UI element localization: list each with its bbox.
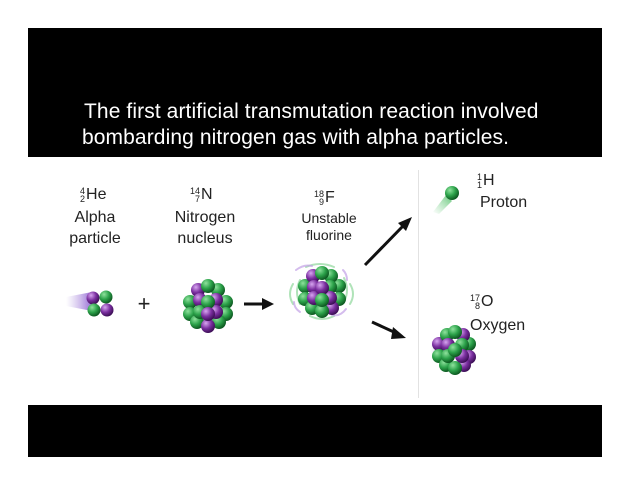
neutron-ball (100, 303, 114, 317)
proton-ball (445, 186, 459, 200)
nitrogen-atomic-number: 7 (195, 194, 201, 205)
alpha-atomic-number: 2 (80, 194, 86, 205)
title-band (28, 28, 602, 157)
caption-line-1: The first artificial transmutation react… (84, 100, 539, 123)
neutron-ball (86, 291, 100, 305)
alpha-nucleus (86, 290, 114, 317)
oxygen-label: Oxygen (470, 317, 526, 334)
oxygen-element-symbol: O (481, 293, 494, 310)
proton-ball (448, 325, 462, 339)
neutron-ball (315, 281, 329, 295)
fluorine-element-symbol: F (325, 189, 335, 206)
alpha-motion-trail (66, 292, 92, 311)
proton-ball (315, 293, 329, 307)
proton-motion-trail (433, 195, 452, 214)
alpha-label: Alpha particle (60, 207, 130, 249)
caption-line-2: bombarding nitrogen gas with alpha parti… (82, 126, 510, 149)
bottom-band (28, 405, 602, 457)
fluorine-atomic-number: 9 (319, 197, 325, 208)
proton-ball (201, 295, 215, 309)
proton-particle (445, 186, 459, 200)
alpha-label-line-2: particle (69, 230, 121, 247)
proton-ball (315, 304, 329, 318)
arrow-to-oxygen (371, 320, 406, 339)
proton-atomic-number: 1 (477, 180, 483, 191)
neutron-ball (201, 307, 215, 321)
divider-line (418, 170, 419, 398)
oxygen-nucleus (432, 325, 476, 375)
arrow-to-proton (363, 217, 412, 267)
arrow-to-fluorine (244, 298, 274, 310)
fluorine-label-line-1: Unstable (301, 210, 357, 226)
fluorine-label-line-2: fluorine (306, 227, 352, 243)
nitrogen-nucleus (183, 279, 233, 333)
proton-label: Proton (480, 194, 528, 211)
fluorine-nucleus (298, 266, 346, 318)
oxygen-mass-number: 17 (470, 293, 481, 304)
oxygen-atomic-number: 8 (475, 301, 481, 312)
plus-sign: + (138, 291, 151, 316)
proton-ball (87, 303, 101, 317)
proton-element-symbol: H (483, 172, 495, 189)
proton-ball (315, 266, 329, 280)
alpha-element-symbol: He (86, 186, 107, 203)
nitrogen-element-symbol: N (201, 186, 213, 203)
nitrogen-mass-number: 14 (190, 186, 201, 197)
fluorine-mass-number: 18 (314, 189, 325, 200)
alpha-mass-number: 4 (80, 186, 86, 197)
proton-ball (448, 361, 462, 375)
nitrogen-label-line-1: Nitrogen (174, 209, 236, 226)
proton-mass-number: 1 (477, 172, 483, 183)
nitrogen-label: Nitrogen nucleus (165, 207, 245, 249)
proton-ball (201, 279, 215, 293)
proton-ball (448, 343, 462, 357)
nitrogen-label-line-2: nucleus (177, 230, 233, 247)
proton-ball (99, 290, 113, 304)
alpha-label-line-1: Alpha (74, 209, 116, 226)
fluorine-label: Unstable fluorine (288, 210, 370, 244)
neutron-ball (201, 319, 215, 333)
